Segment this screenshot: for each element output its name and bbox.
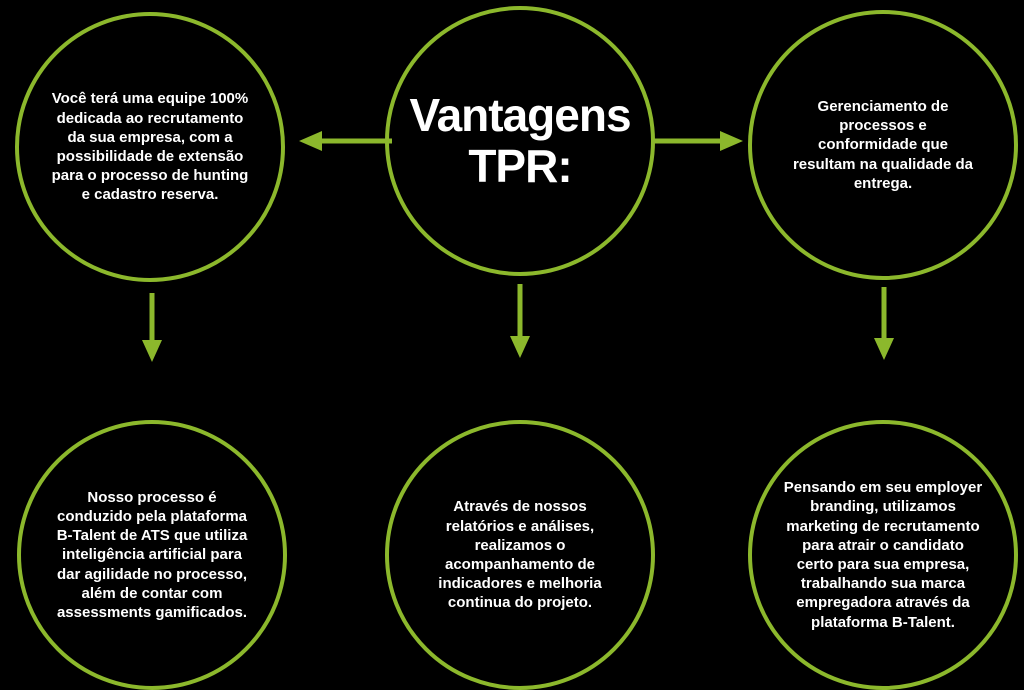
node-bottom-center: Através de nossos relatórios e análises,…	[385, 420, 655, 690]
node-bottom-left: Nosso processo é conduzido pela platafor…	[17, 420, 287, 690]
arrow-right-icon	[652, 131, 743, 151]
arrow-left-icon	[299, 131, 392, 151]
node-center-title: Vantagens TPR:	[385, 6, 655, 276]
node-bottom-center-text: Através de nossos relatórios e análises,…	[438, 498, 602, 612]
diagram-title-line1: Vantagens	[409, 89, 631, 142]
node-bottom-right: Pensando em seu employer branding, utili…	[748, 420, 1018, 690]
diagram-title-line2: TPR:	[468, 140, 572, 192]
node-top-right: Gerenciamento de processos e conformidad…	[748, 10, 1018, 280]
arrow-down-right-icon	[874, 287, 894, 360]
arrow-down-center-icon	[510, 284, 530, 358]
arrow-down-left-icon	[142, 293, 162, 362]
node-top-right-text: Gerenciamento de processos e conformidad…	[792, 98, 974, 192]
diagram-title: Vantagens TPR:	[409, 89, 631, 192]
node-top-left-text: Você terá uma equipe 100% dedicada ao re…	[51, 90, 249, 204]
node-bottom-left-text: Nosso processo é conduzido pela platafor…	[56, 488, 248, 621]
node-top-left: Você terá uma equipe 100% dedicada ao re…	[15, 12, 285, 282]
node-bottom-right-text: Pensando em seu employer branding, utili…	[783, 479, 983, 631]
